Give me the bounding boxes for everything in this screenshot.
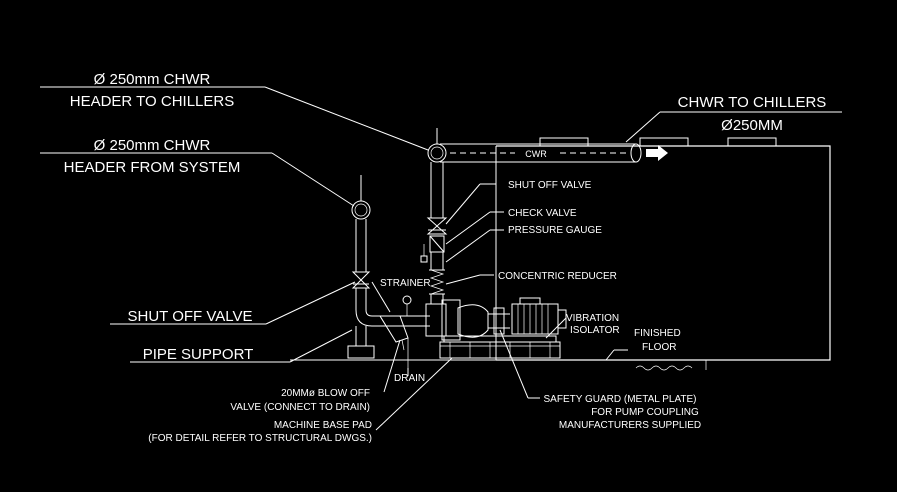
header-pipe-section-icon — [427, 128, 447, 163]
machine-base — [439, 335, 561, 359]
flow-arrow-icon — [646, 145, 668, 161]
label-pressure-gauge: PRESSURE GAUGE — [508, 225, 602, 236]
label-blow-off-2: VALVE (CONNECT TO DRAIN) — [230, 402, 370, 413]
label-shut-off-valve-left: SHUT OFF VALVE — [127, 308, 252, 325]
pipe-support-stand — [347, 326, 375, 359]
suction-riser — [351, 175, 373, 327]
pipe-tag-cwr: CWR — [525, 149, 547, 159]
label-safety-guard-1: SAFETY GUARD (METAL PLATE) — [544, 394, 697, 405]
discharge-riser — [420, 162, 448, 304]
label-vibration: VIBRATION — [566, 313, 619, 324]
label-finished: FINISHED — [634, 328, 681, 339]
floor-line — [290, 359, 720, 371]
pump-body — [425, 299, 510, 341]
label-header-from-system-1: Ø 250mm CHWR — [94, 137, 211, 154]
strainer — [372, 295, 430, 368]
label-strainer: STRAINER — [380, 278, 431, 289]
label-safety-guard-2: FOR PUMP COUPLING — [591, 407, 699, 418]
label-isolator: ISOLATOR — [570, 325, 620, 336]
label-floor: FLOOR — [642, 342, 676, 353]
label-header-from-system-2: HEADER FROM SYSTEM — [64, 159, 241, 176]
label-check-valve: CHECK VALVE — [508, 208, 577, 219]
text-labels: Ø 250mm CHWR HEADER TO CHILLERS Ø 250mm … — [64, 71, 827, 444]
label-chwr-to-chillers-2: Ø250MM — [721, 117, 783, 134]
wall-outline — [495, 137, 831, 361]
motor — [511, 297, 567, 335]
label-safety-guard-3: MANUFACTURERS SUPPLIED — [559, 420, 701, 431]
label-pipe-support: PIPE SUPPORT — [143, 346, 254, 363]
label-base-pad-1: MACHINE BASE PAD — [274, 420, 372, 431]
label-shut-off-valve-right: SHUT OFF VALVE — [508, 180, 592, 191]
label-base-pad-2: (FOR DETAIL REFER TO STRUCTURAL DWGS.) — [148, 433, 372, 444]
chwr-header-pipe: CWR — [440, 143, 642, 163]
label-drain: DRAIN — [394, 373, 425, 384]
leader-lines — [40, 86, 842, 431]
label-chwr-to-chillers-1: CHWR TO CHILLERS — [678, 94, 827, 111]
label-concentric-reducer: CONCENTRIC REDUCER — [498, 271, 617, 282]
label-header-to-chillers-2: HEADER TO CHILLERS — [70, 93, 235, 110]
label-header-to-chillers-1: Ø 250mm CHWR — [94, 71, 211, 88]
label-blow-off-1: 20MMø BLOW OFF — [281, 388, 370, 399]
